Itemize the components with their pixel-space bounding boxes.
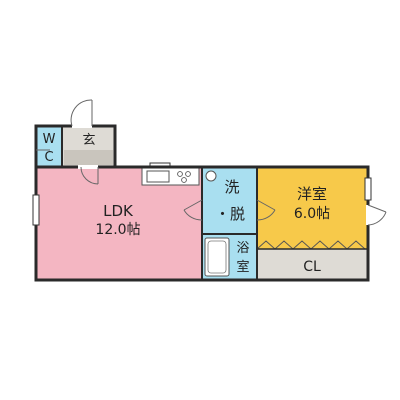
ldk-size: 12.0帖 (95, 222, 140, 238)
wc-label-1: W (43, 132, 56, 147)
ldk-room (36, 167, 202, 280)
bedroom-size: 6.0帖 (294, 206, 330, 222)
bathtub (204, 237, 230, 277)
stove-burner-icon (177, 171, 183, 177)
entrance-tile (64, 150, 113, 165)
stove-burner-icon (181, 177, 187, 183)
ldk-label: LDK (103, 202, 134, 220)
bathtub-inner (207, 240, 227, 274)
window-right (364, 177, 372, 201)
bath-label-1: 浴 (236, 241, 249, 256)
closet-label: CL (303, 259, 321, 275)
door-swings (36, 99, 387, 226)
wash-basin-icon (205, 170, 217, 182)
bedroom-label: 洋室 (297, 185, 327, 203)
washroom-label-2: ・脱 (215, 205, 245, 223)
wc-room (36, 126, 62, 167)
stove-burner-icon (185, 171, 191, 177)
window-left (32, 194, 40, 226)
closet-area (257, 249, 368, 280)
bath-label-2: 室 (236, 259, 249, 275)
washroom-label-1: 洗 (224, 178, 239, 196)
wc-label-2: C (44, 150, 53, 165)
bedroom-room (257, 167, 368, 249)
kitchen-sink (146, 170, 170, 183)
entrance-label: 玄 (82, 133, 95, 148)
